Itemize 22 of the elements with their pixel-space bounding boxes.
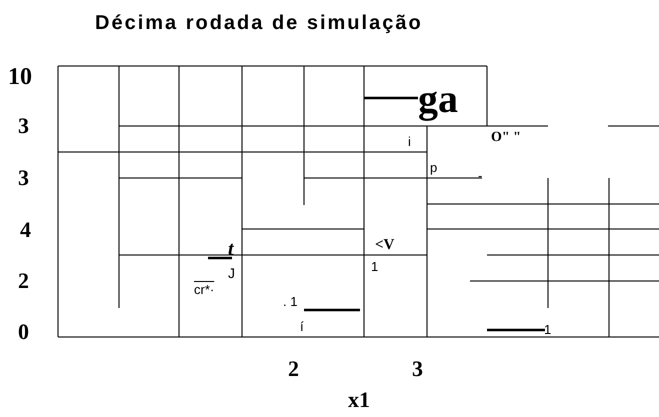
text-fragment: 3 — [412, 355, 423, 382]
text-fragment: i — [408, 134, 411, 150]
title: Décima rodada de simulação — [95, 11, 423, 36]
text-fragment: ga — [418, 75, 458, 123]
text-fragment: - — [478, 168, 482, 184]
text-fragment: p — [430, 160, 438, 176]
text-fragment: 1 — [544, 322, 552, 338]
text-fragment: J — [228, 265, 235, 282]
text-fragment: 3 — [18, 164, 29, 192]
text-fragment: 0 — [18, 318, 29, 346]
text-fragment: 1 — [371, 259, 378, 276]
text-fragment: <V — [375, 236, 394, 255]
text-fragment: í — [300, 319, 304, 336]
text-fragment: 2 — [288, 355, 299, 382]
text-fragment: cr*· — [194, 282, 214, 298]
text-fragment: 10 — [8, 63, 32, 92]
text-fragment: 3 — [18, 112, 29, 140]
text-fragment: x1 — [348, 386, 370, 414]
text-fragment: O" " — [491, 129, 521, 146]
text-fragment: 2 — [18, 267, 29, 294]
text-fragment: 4 — [20, 216, 31, 244]
text-fragment: . 1 — [283, 294, 298, 310]
